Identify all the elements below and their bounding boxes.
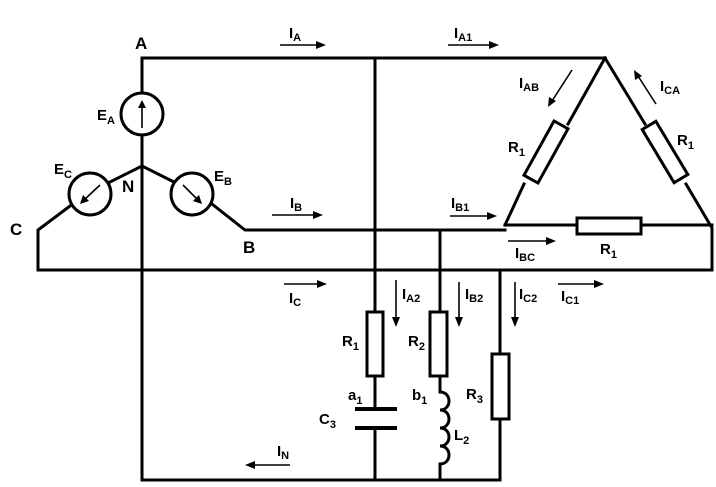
- resistors: [365, 118, 690, 421]
- l2-label: L2: [454, 427, 469, 447]
- current-arrows: [245, 41, 657, 469]
- wire-delta-ca: [602, 55, 714, 272]
- arrow-diagonal-icon: [182, 184, 199, 201]
- current-labels: IA IA1 IAB ICA IB IB1 IBC IC IC1 IA2 IB2…: [277, 25, 680, 462]
- resistor-r1-ca: [640, 119, 690, 185]
- r1-ab-label: R1: [508, 139, 525, 159]
- current-ibc-label: IBC: [515, 245, 535, 264]
- current-ic-label: IC: [289, 290, 301, 309]
- c3-label: C3: [319, 411, 336, 431]
- source-labels: EA EB EC: [54, 107, 232, 188]
- current-ib1-label: IB1: [451, 195, 469, 214]
- r3-label: R3: [466, 386, 483, 406]
- source-eb-label: EB: [214, 168, 232, 188]
- current-in-label: IN: [277, 443, 289, 462]
- r1-a-label: R1: [342, 333, 359, 353]
- r1-ca-label: R1: [677, 132, 694, 152]
- wire-delta-ab: [503, 55, 608, 227]
- resistor-r2: [428, 310, 449, 378]
- current-ica-label: ICA: [660, 78, 680, 97]
- current-iab-label: IAB: [519, 75, 539, 94]
- arrow-diagonal-icon: [83, 184, 101, 201]
- node-a1-label: a1: [348, 387, 362, 407]
- inductor-l2: [438, 390, 451, 466]
- current-ia1-label: IA1: [454, 25, 472, 44]
- node-labels: A B C N: [10, 34, 255, 257]
- current-ic1-label: IC1: [561, 288, 579, 307]
- current-ic2-label: IC2: [519, 286, 537, 305]
- node-b1-label: b1: [412, 387, 427, 407]
- wires: [36, 55, 714, 482]
- current-ib2-label: IB2: [465, 286, 483, 305]
- component-labels: R1 R1 R1 R1 R2 R3 C3 L2 a1 b1: [319, 132, 694, 447]
- node-b-label: B: [243, 238, 255, 257]
- current-ia2-label: IA2: [402, 286, 420, 305]
- source-ea-label: EA: [97, 107, 115, 127]
- r1-bc-label: R1: [600, 241, 617, 261]
- resistor-r1-ab: [521, 118, 571, 186]
- node-a-label: A: [135, 34, 147, 53]
- capacitor-c3: [355, 407, 397, 430]
- source-eb: [169, 171, 215, 217]
- node-c-label: C: [10, 220, 22, 239]
- resistor-r1-bc: [575, 216, 643, 236]
- source-ec: [67, 171, 113, 217]
- source-ea: [119, 91, 165, 137]
- node-n-label: N: [122, 177, 134, 196]
- resistor-r3: [490, 352, 511, 421]
- r2-label: R2: [408, 333, 425, 353]
- current-ib-label: IB: [290, 195, 302, 214]
- resistor-r1-a: [365, 310, 385, 378]
- current-ia-label: IA: [289, 25, 301, 44]
- source-ec-label: EC: [54, 161, 72, 181]
